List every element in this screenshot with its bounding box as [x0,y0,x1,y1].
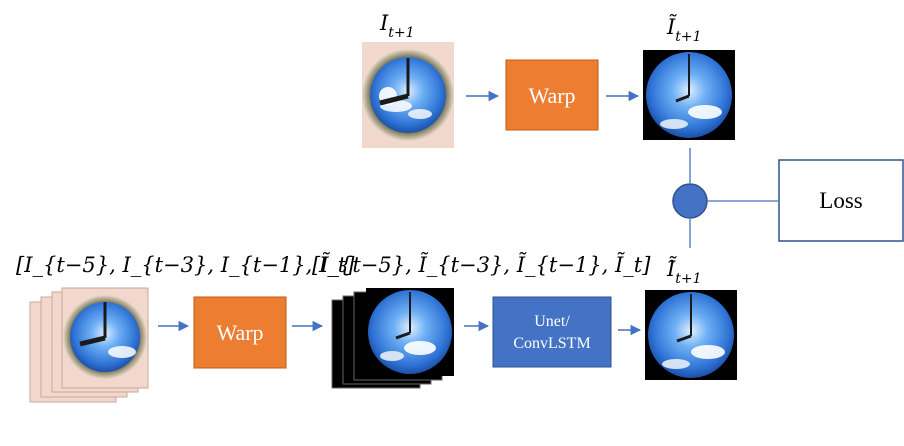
warp-bottom-label: Warp [216,320,263,345]
warp-box-bottom: Warp [193,296,287,369]
top-output-image [643,50,735,140]
combine-node [672,183,708,219]
bottom-warped-label: [Ĩ_{t−5}, Ĩ_{t−3}, Ĩ_{t−1}, Ĩ_t] [312,253,651,277]
loss-label: Loss [819,188,863,213]
bottom-warped-stack [331,288,454,389]
top-input-label: It+1 [379,11,415,41]
top-output-label: Ĩt+1 [666,15,702,45]
bottom-input-stack [29,287,149,403]
model-box: Unet/ ConvLSTM [492,296,612,368]
bottom-output-image [645,290,737,380]
top-input-image [362,42,454,148]
warp-box-top: Warp [505,59,599,131]
loss-box: Loss [778,159,904,242]
model-label-line1: Unet/ [534,313,570,330]
warp-top-label: Warp [528,83,575,108]
bottom-input-label: [I_{t−5}, I_{t−3}, I_{t−1}, I_t] [16,253,355,277]
model-label-line2: ConvLSTM [513,335,590,352]
bottom-output-label: Ĩ̂t+1 [666,257,702,287]
